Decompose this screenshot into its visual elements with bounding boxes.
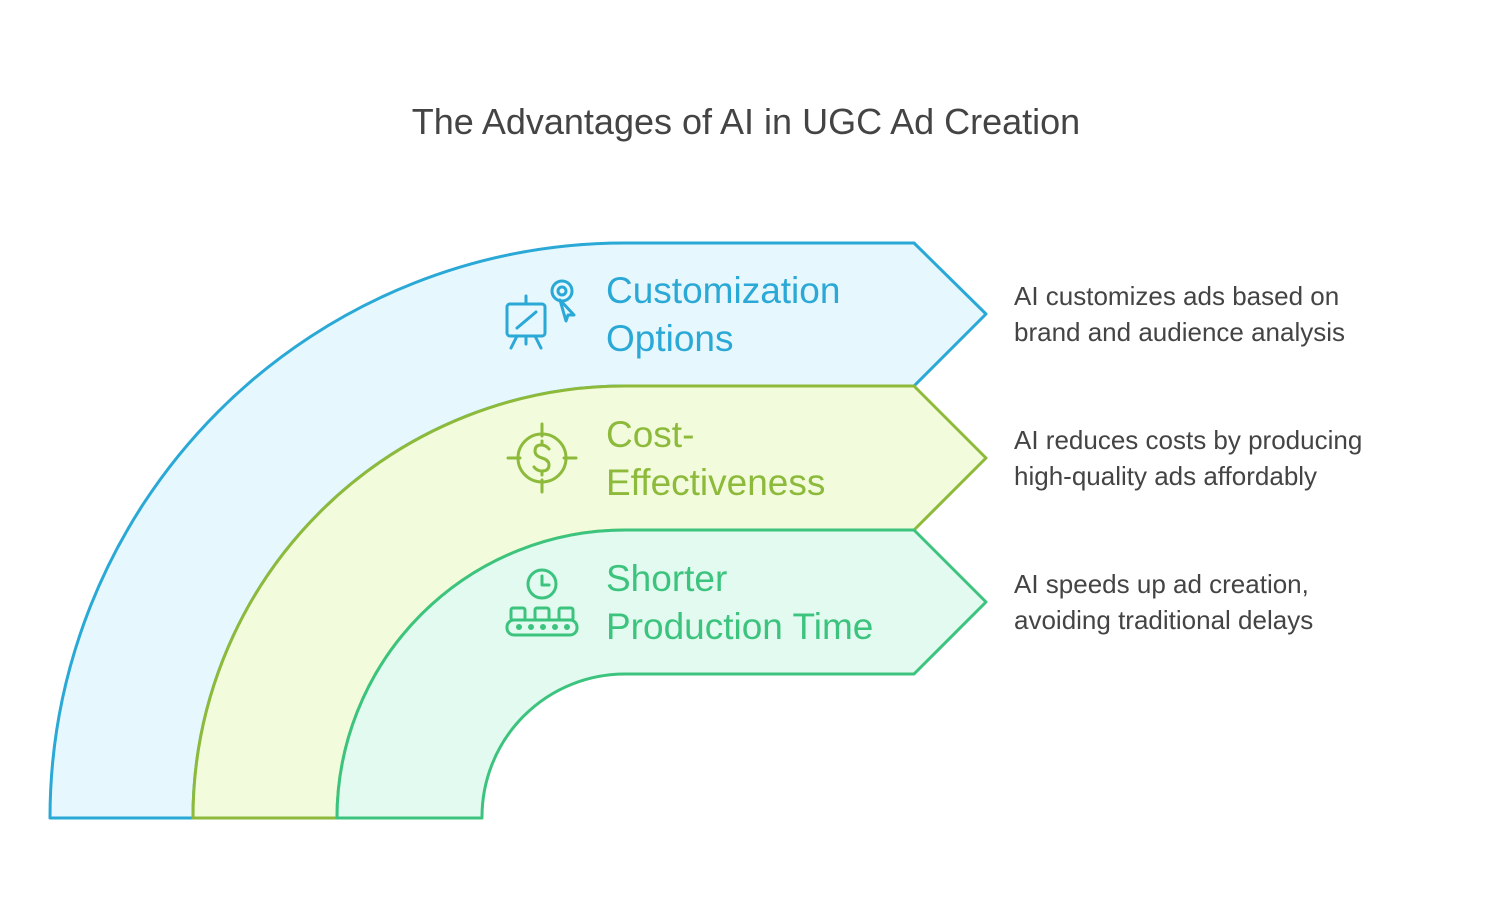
- time-desc-line1: AI speeds up ad creation,: [1014, 569, 1309, 599]
- customization-label-line2: Options: [606, 318, 734, 359]
- cost-desc-line1: AI reduces costs by producing: [1014, 425, 1362, 455]
- time-desc-line2: avoiding traditional delays: [1014, 605, 1313, 635]
- customization-desc-line2: brand and audience analysis: [1014, 317, 1345, 347]
- page-title: The Advantages of AI in UGC Ad Creation: [412, 101, 1080, 142]
- cost-label-line2: Effectiveness: [606, 462, 825, 503]
- time-label-line2: Production Time: [606, 606, 873, 647]
- customization-desc-line1: AI customizes ads based on: [1014, 281, 1339, 311]
- time-label-line1: Shorter: [606, 558, 727, 599]
- clock-conveyor-icon: [505, 568, 579, 637]
- customization-label-line1: Customization: [606, 270, 840, 311]
- dollar-target-icon: [506, 422, 578, 494]
- cost-desc-line2: high-quality ads affordably: [1014, 461, 1317, 491]
- band-time: [335, 528, 988, 820]
- band-time-shape: [335, 528, 988, 820]
- cost-label-line1: Cost-: [606, 414, 694, 455]
- easel-paintbrush-icon: [505, 279, 576, 350]
